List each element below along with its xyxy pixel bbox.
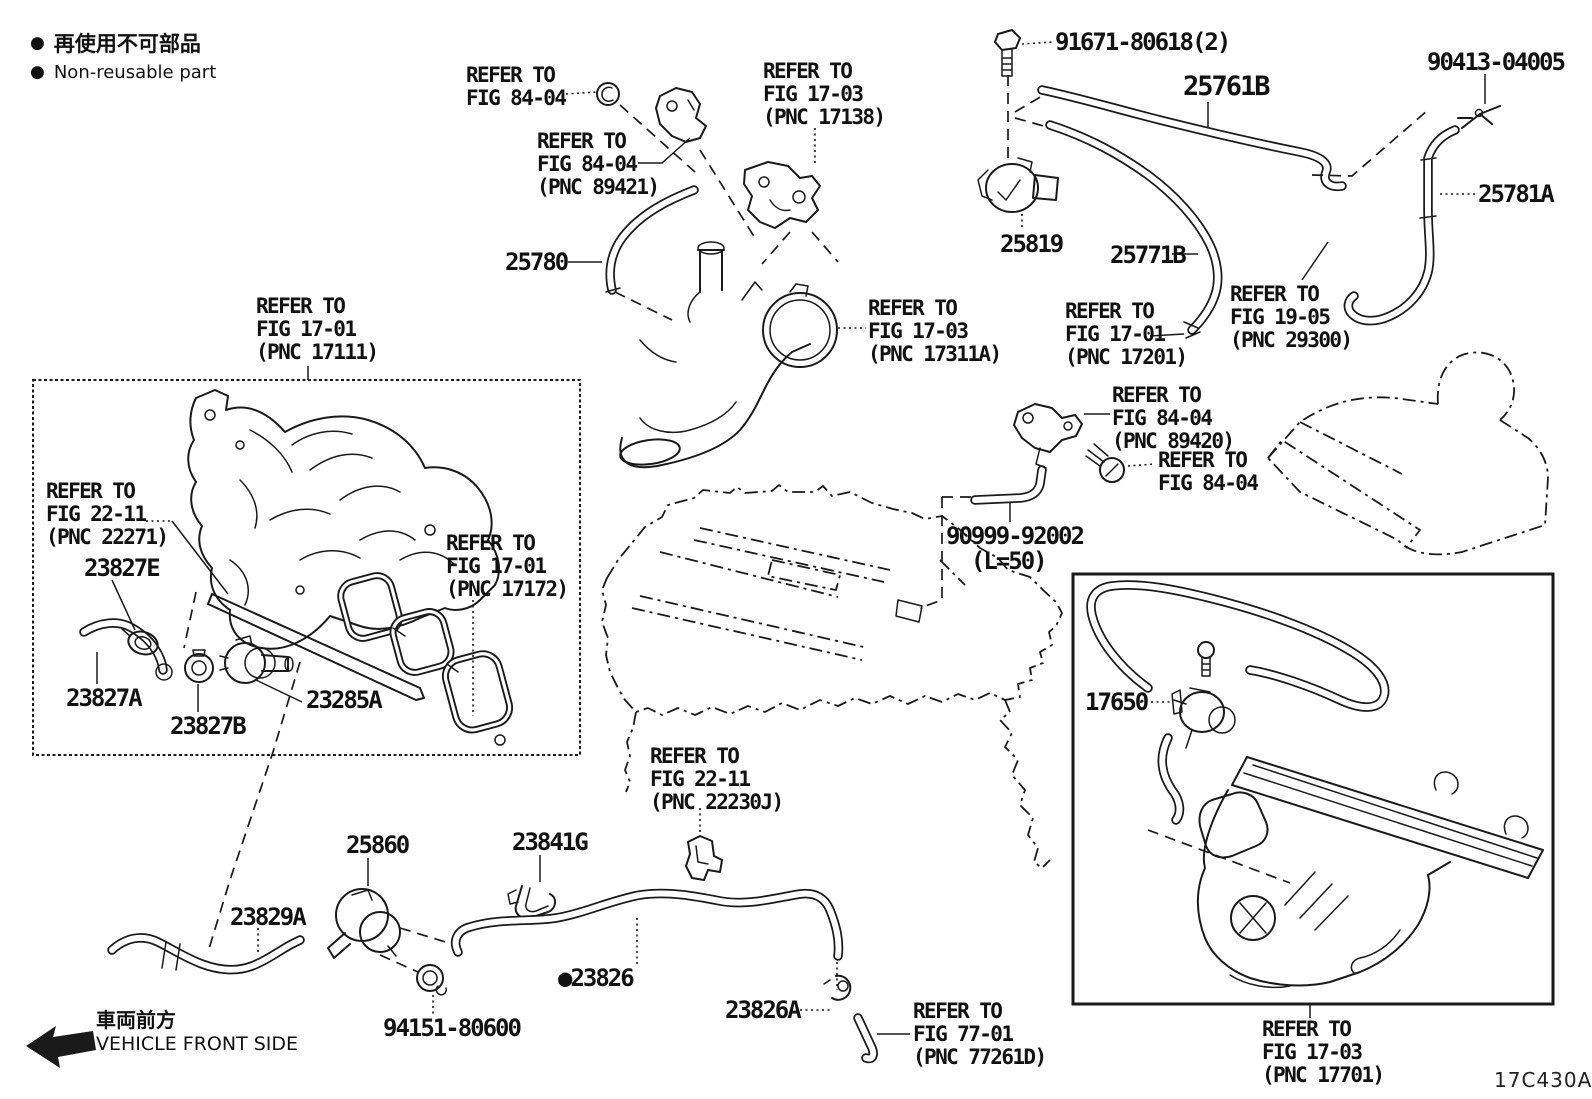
label-part-94151-80600: 94151-80600 — [383, 1014, 522, 1042]
gasket-17172-drawing — [337, 572, 513, 745]
label-part-90413-04005: 90413-04005 — [1427, 48, 1566, 76]
label-part-23827E: 23827E — [84, 554, 161, 582]
label-part-25780: 25780 — [505, 248, 569, 276]
vsv-17650-icon — [1172, 688, 1235, 748]
label-part-23829A: 23829A — [230, 903, 307, 931]
air-cleaner-small-hose — [1162, 738, 1179, 820]
assembly-dashed-lines — [184, 75, 1428, 990]
label-part-25761B: 25761B — [1183, 71, 1271, 102]
legend-row-en: ● Non-reusable part — [30, 62, 216, 83]
bolt-8404-icon — [1086, 444, 1124, 482]
leader-lines — [97, 42, 1485, 1034]
hose-25781A — [1348, 130, 1455, 321]
engine-phantom-outline — [602, 485, 1062, 868]
label-part-23841G: 23841G — [512, 828, 589, 856]
intake-manifold-group-box — [33, 380, 580, 755]
legend-text-en: Non-reusable part — [53, 62, 217, 83]
vsv-25819-icon — [978, 158, 1058, 212]
bracket-17138-icon — [744, 162, 820, 228]
label-part-23826A: 23826A — [725, 996, 802, 1024]
label-part-25781A: 25781A — [1478, 180, 1555, 208]
hose-25771B — [1050, 125, 1218, 338]
vehicle-front-text-en: VEHICLE FRONT SIDE — [96, 1033, 299, 1055]
vsv-23285A-icon — [220, 636, 293, 683]
air-cleaner-group-box — [1073, 574, 1553, 1004]
hose-23827A — [84, 623, 172, 680]
non-reusable-bullet-icon: ● — [30, 62, 45, 82]
hose-25780 — [606, 190, 694, 292]
grommet-94151-icon — [417, 965, 446, 995]
bracket-89421-icon — [656, 88, 706, 142]
label-part-90999-92002: 90999-92002 (L=50) — [946, 522, 1085, 575]
vehicle-front-text-jp: 車両前方 — [96, 1008, 176, 1032]
throttle-body-drawing — [619, 242, 837, 468]
clip-23826A-icon — [824, 976, 850, 1000]
hose-23829A — [112, 938, 300, 970]
label-part-23827A: 23827A — [66, 684, 143, 712]
vehicle-front-note: 車両前方 VEHICLE FRONT SIDE — [96, 1008, 298, 1056]
clamp-23827E-icon — [122, 628, 161, 658]
bolt-17650-icon — [1198, 642, 1214, 676]
drawing-code: 17C430A — [1494, 1068, 1592, 1092]
clamp-23841G-icon — [508, 886, 555, 918]
bolt-91671-icon — [995, 30, 1020, 76]
legend-row-jp: ● 再使用不可部品 — [30, 28, 216, 58]
intake-manifold-drawing — [188, 390, 499, 700]
legend-text-jp: 再使用不可部品 — [53, 32, 201, 56]
engine-vacuum-port — [896, 600, 922, 622]
legend: ● 再使用不可部品 ● Non-reusable part — [30, 28, 216, 87]
label-part-25819: 25819 — [1000, 230, 1064, 258]
label-part-25771B: 25771B — [1110, 241, 1187, 269]
bracket-22230J-icon — [686, 836, 722, 880]
label-part-23827B: 23827B — [170, 712, 247, 740]
clip-90413-icon — [1458, 106, 1500, 128]
grommet-23827B-icon — [185, 650, 213, 682]
air-cleaner-hose-loop — [1091, 585, 1385, 707]
manifold-flange-strip — [208, 594, 424, 700]
vehicle-front-arrow-icon — [26, 1026, 96, 1068]
bracket-89420-icon — [1014, 404, 1082, 468]
label-part-23285A: 23285A — [306, 686, 383, 714]
label-part-25860: 25860 — [346, 831, 410, 859]
pipe-77261D-icon — [858, 1018, 873, 1059]
air-cleaner-case-drawing — [1198, 757, 1543, 987]
label-part-91671-80618: 91671-80618(2) — [1055, 28, 1231, 56]
label-part-17650: 17650 — [1085, 688, 1149, 716]
grommet-8404-icon — [597, 83, 619, 105]
hose-90999-icon — [975, 470, 1042, 500]
label-part-23826: ●23826 — [558, 964, 635, 992]
vsv-25860-icon — [328, 889, 400, 958]
non-reusable-bullet-icon: ● — [30, 32, 45, 53]
hose-23826 — [456, 894, 839, 956]
air-cleaner-cap-phantom — [1268, 352, 1548, 554]
hose-25761B — [1042, 90, 1342, 186]
